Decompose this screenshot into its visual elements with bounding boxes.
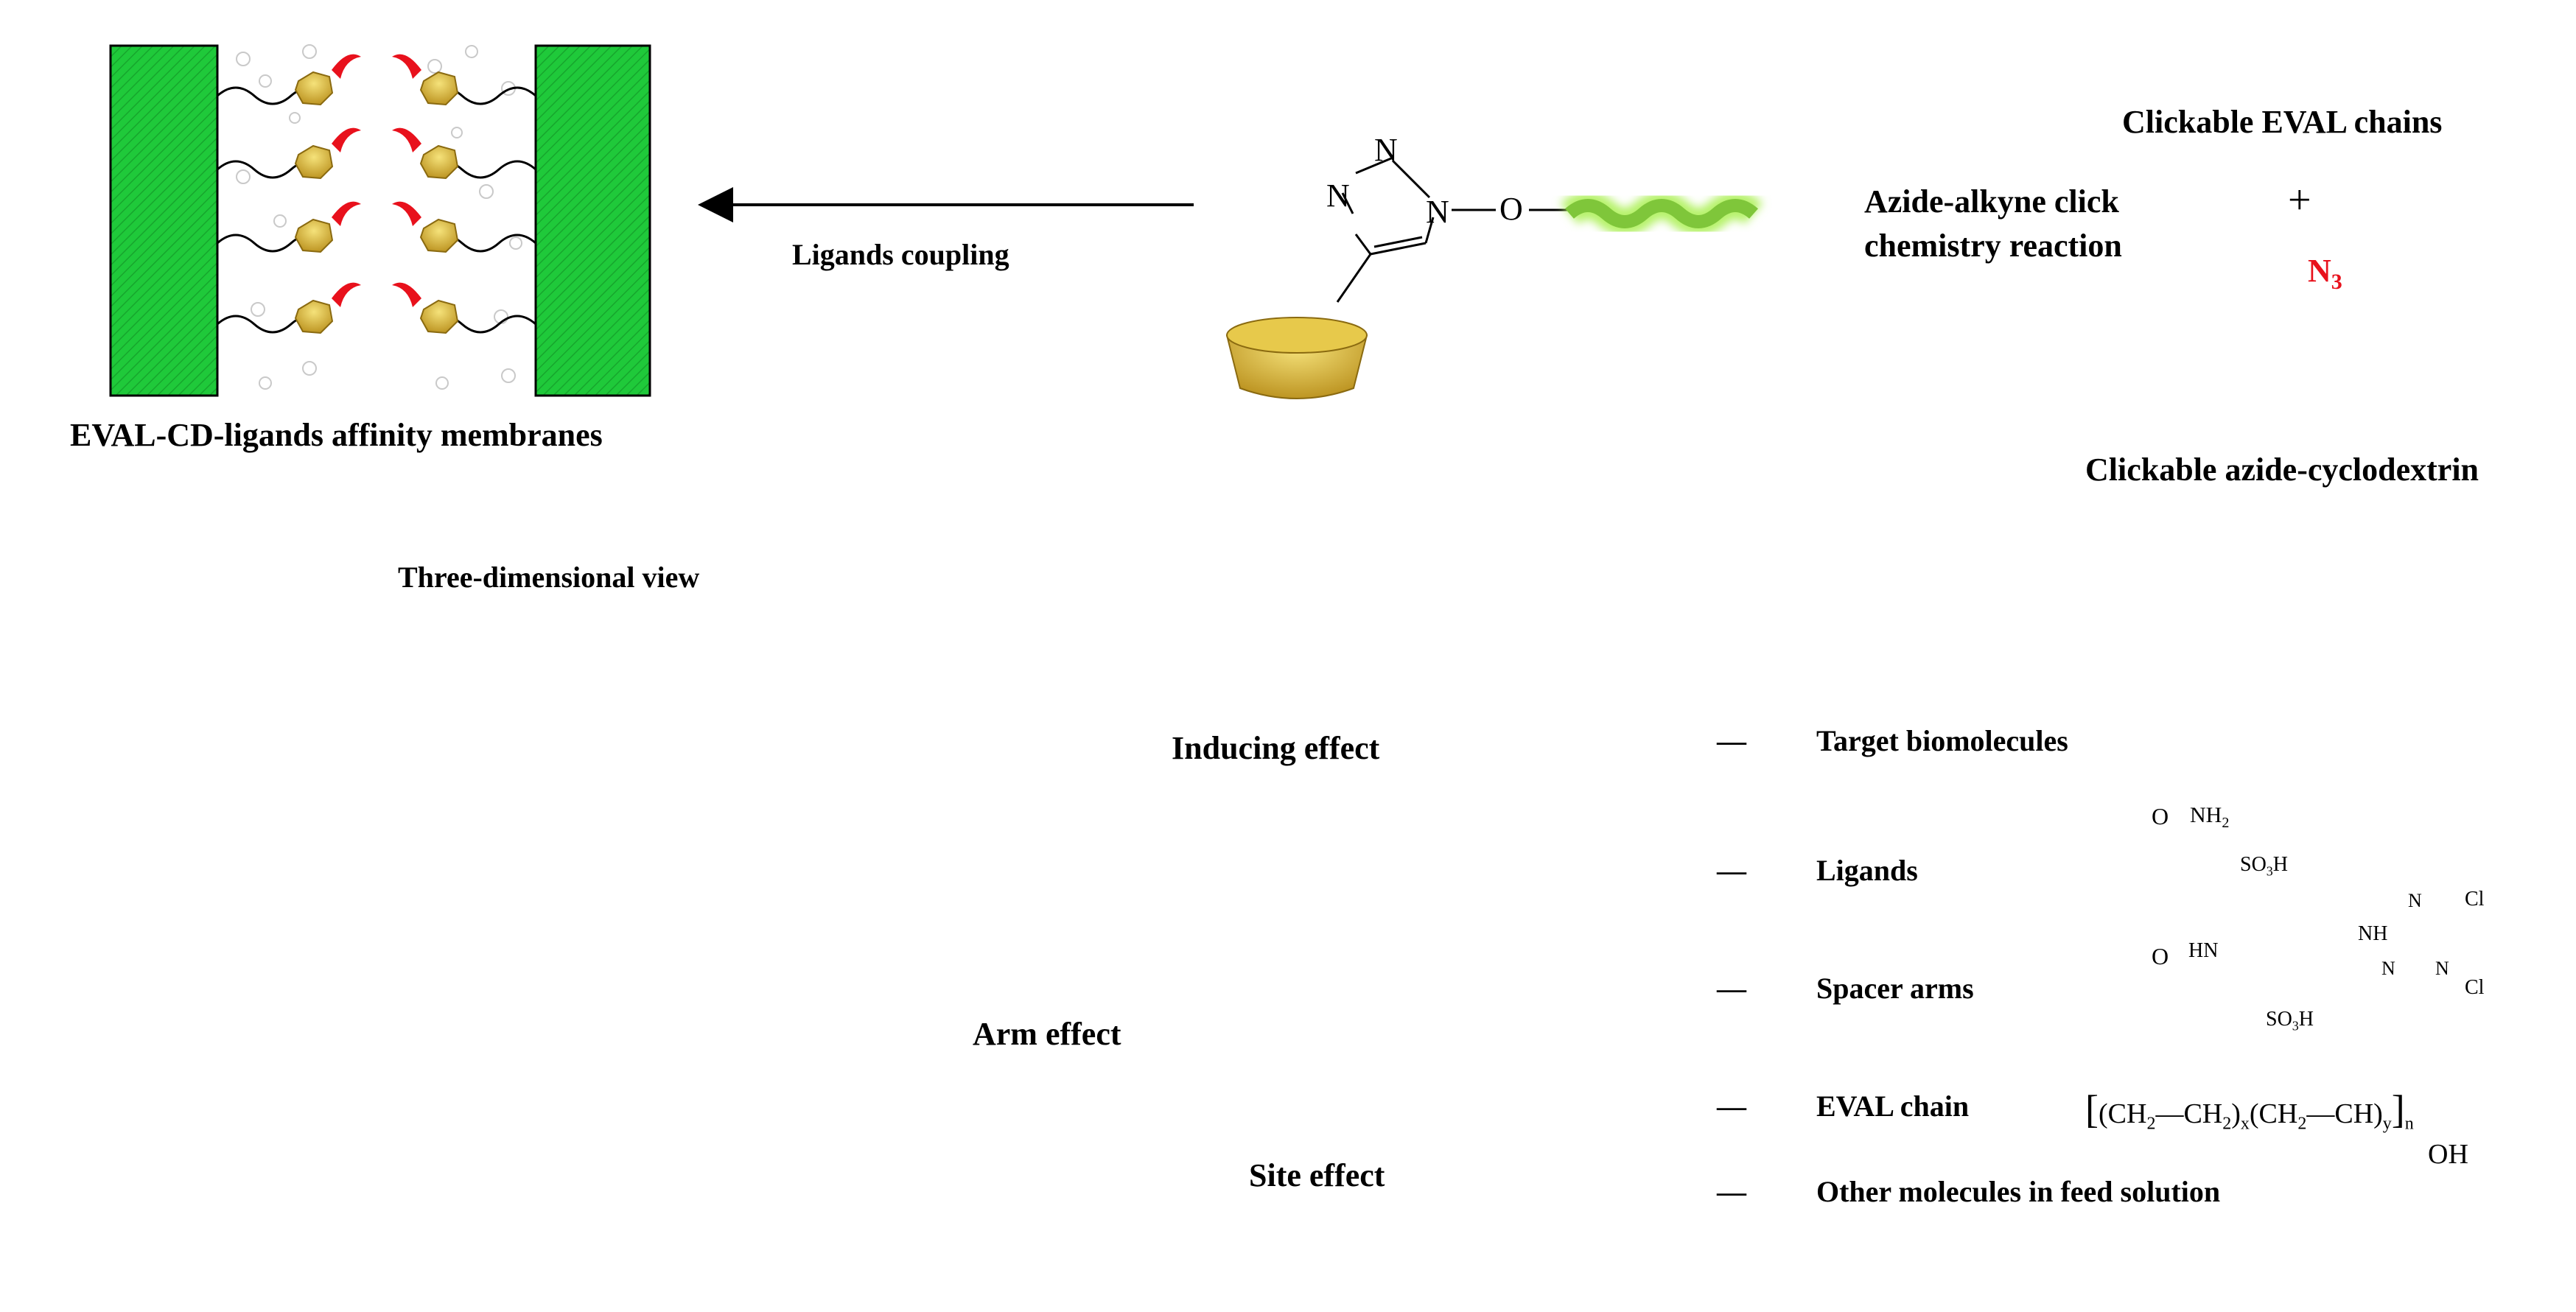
eval-chain-lines [217,86,536,334]
cyclodextrins-right [419,71,459,334]
triazole-o: O [1499,191,1523,227]
legend-dash: — [1717,1090,1746,1123]
legend-label-other: Other molecules in feed solution [1816,1175,2221,1208]
ligand-o-bottom: O [2152,943,2169,969]
coupling-label: Ligands coupling [792,238,1009,271]
eval-formula: [(CH2—CH2)x(CH2—CH)y]n [2085,1087,2414,1134]
ligand-so3h-bottom: SO3H [2266,1008,2314,1034]
triazole-n-right: N [1426,194,1449,230]
azide-cd-label: Clickable azide-cyclodextrin [2085,452,2479,488]
cyclodextrins-left [294,71,334,334]
triazole-product [1225,157,1763,399]
eval-chain-product [1565,199,1758,228]
site-effect-label: Site effect [1249,1157,1385,1193]
triazole-n-left: N [1326,178,1350,214]
click-reaction-line1: Azide-alkyne click [1864,183,2119,220]
inducing-effect-label: Inducing effect [1172,730,1380,766]
membrane-label: EVAL-CD-ligands affinity membranes [70,417,603,453]
plus-sign: + [2288,178,2311,223]
ligand-hn: HN [2188,939,2219,962]
background-circles [236,44,522,390]
eval-oh: OH [2428,1139,2468,1170]
legend-dash: — [1717,724,1746,757]
membrane-wall-right [534,44,651,397]
legend-dash: — [1717,972,1746,1005]
eval-chains-label: Clickable EVAL chains [2122,104,2443,140]
ligand-n-top: N [2408,890,2422,911]
ligand-nh: NH [2358,922,2388,945]
azide-group-label: N3 [2308,253,2342,294]
triazole-n-top: N [1374,132,1398,168]
legend-dash: — [1717,854,1746,887]
ligands-small [332,54,421,307]
arm-effect-label: Arm effect [973,1016,1121,1052]
legend-label-ligands: Ligands [1816,854,1918,887]
ligand-so3h-top: SO3H [2240,853,2289,879]
ligand-cl-bottom: Cl [2465,976,2485,999]
ligand-cl-top: Cl [2465,888,2485,911]
triazole-ring [1336,157,1569,303]
legend-label-spacer: Spacer arms [1816,972,1974,1005]
ligand-n-right: N [2435,958,2449,979]
cyclodextrin-product [1225,317,1368,399]
ligand-nh2: NH2 [2190,803,2230,831]
legend-label-eval: EVAL chain [1816,1090,1970,1123]
ligand-n-left: N [2381,958,2395,979]
legend-dash: — [1717,1175,1746,1208]
ligand-o-top: O [2152,803,2169,829]
click-reaction-line2: chemistry reaction [1864,228,2122,264]
membrane-wall-left [109,44,219,397]
membrane-cross-section [109,44,651,397]
legend-label-target: Target biomolecules [1816,724,2068,757]
three-d-view-label: Three-dimensional view [398,561,700,594]
